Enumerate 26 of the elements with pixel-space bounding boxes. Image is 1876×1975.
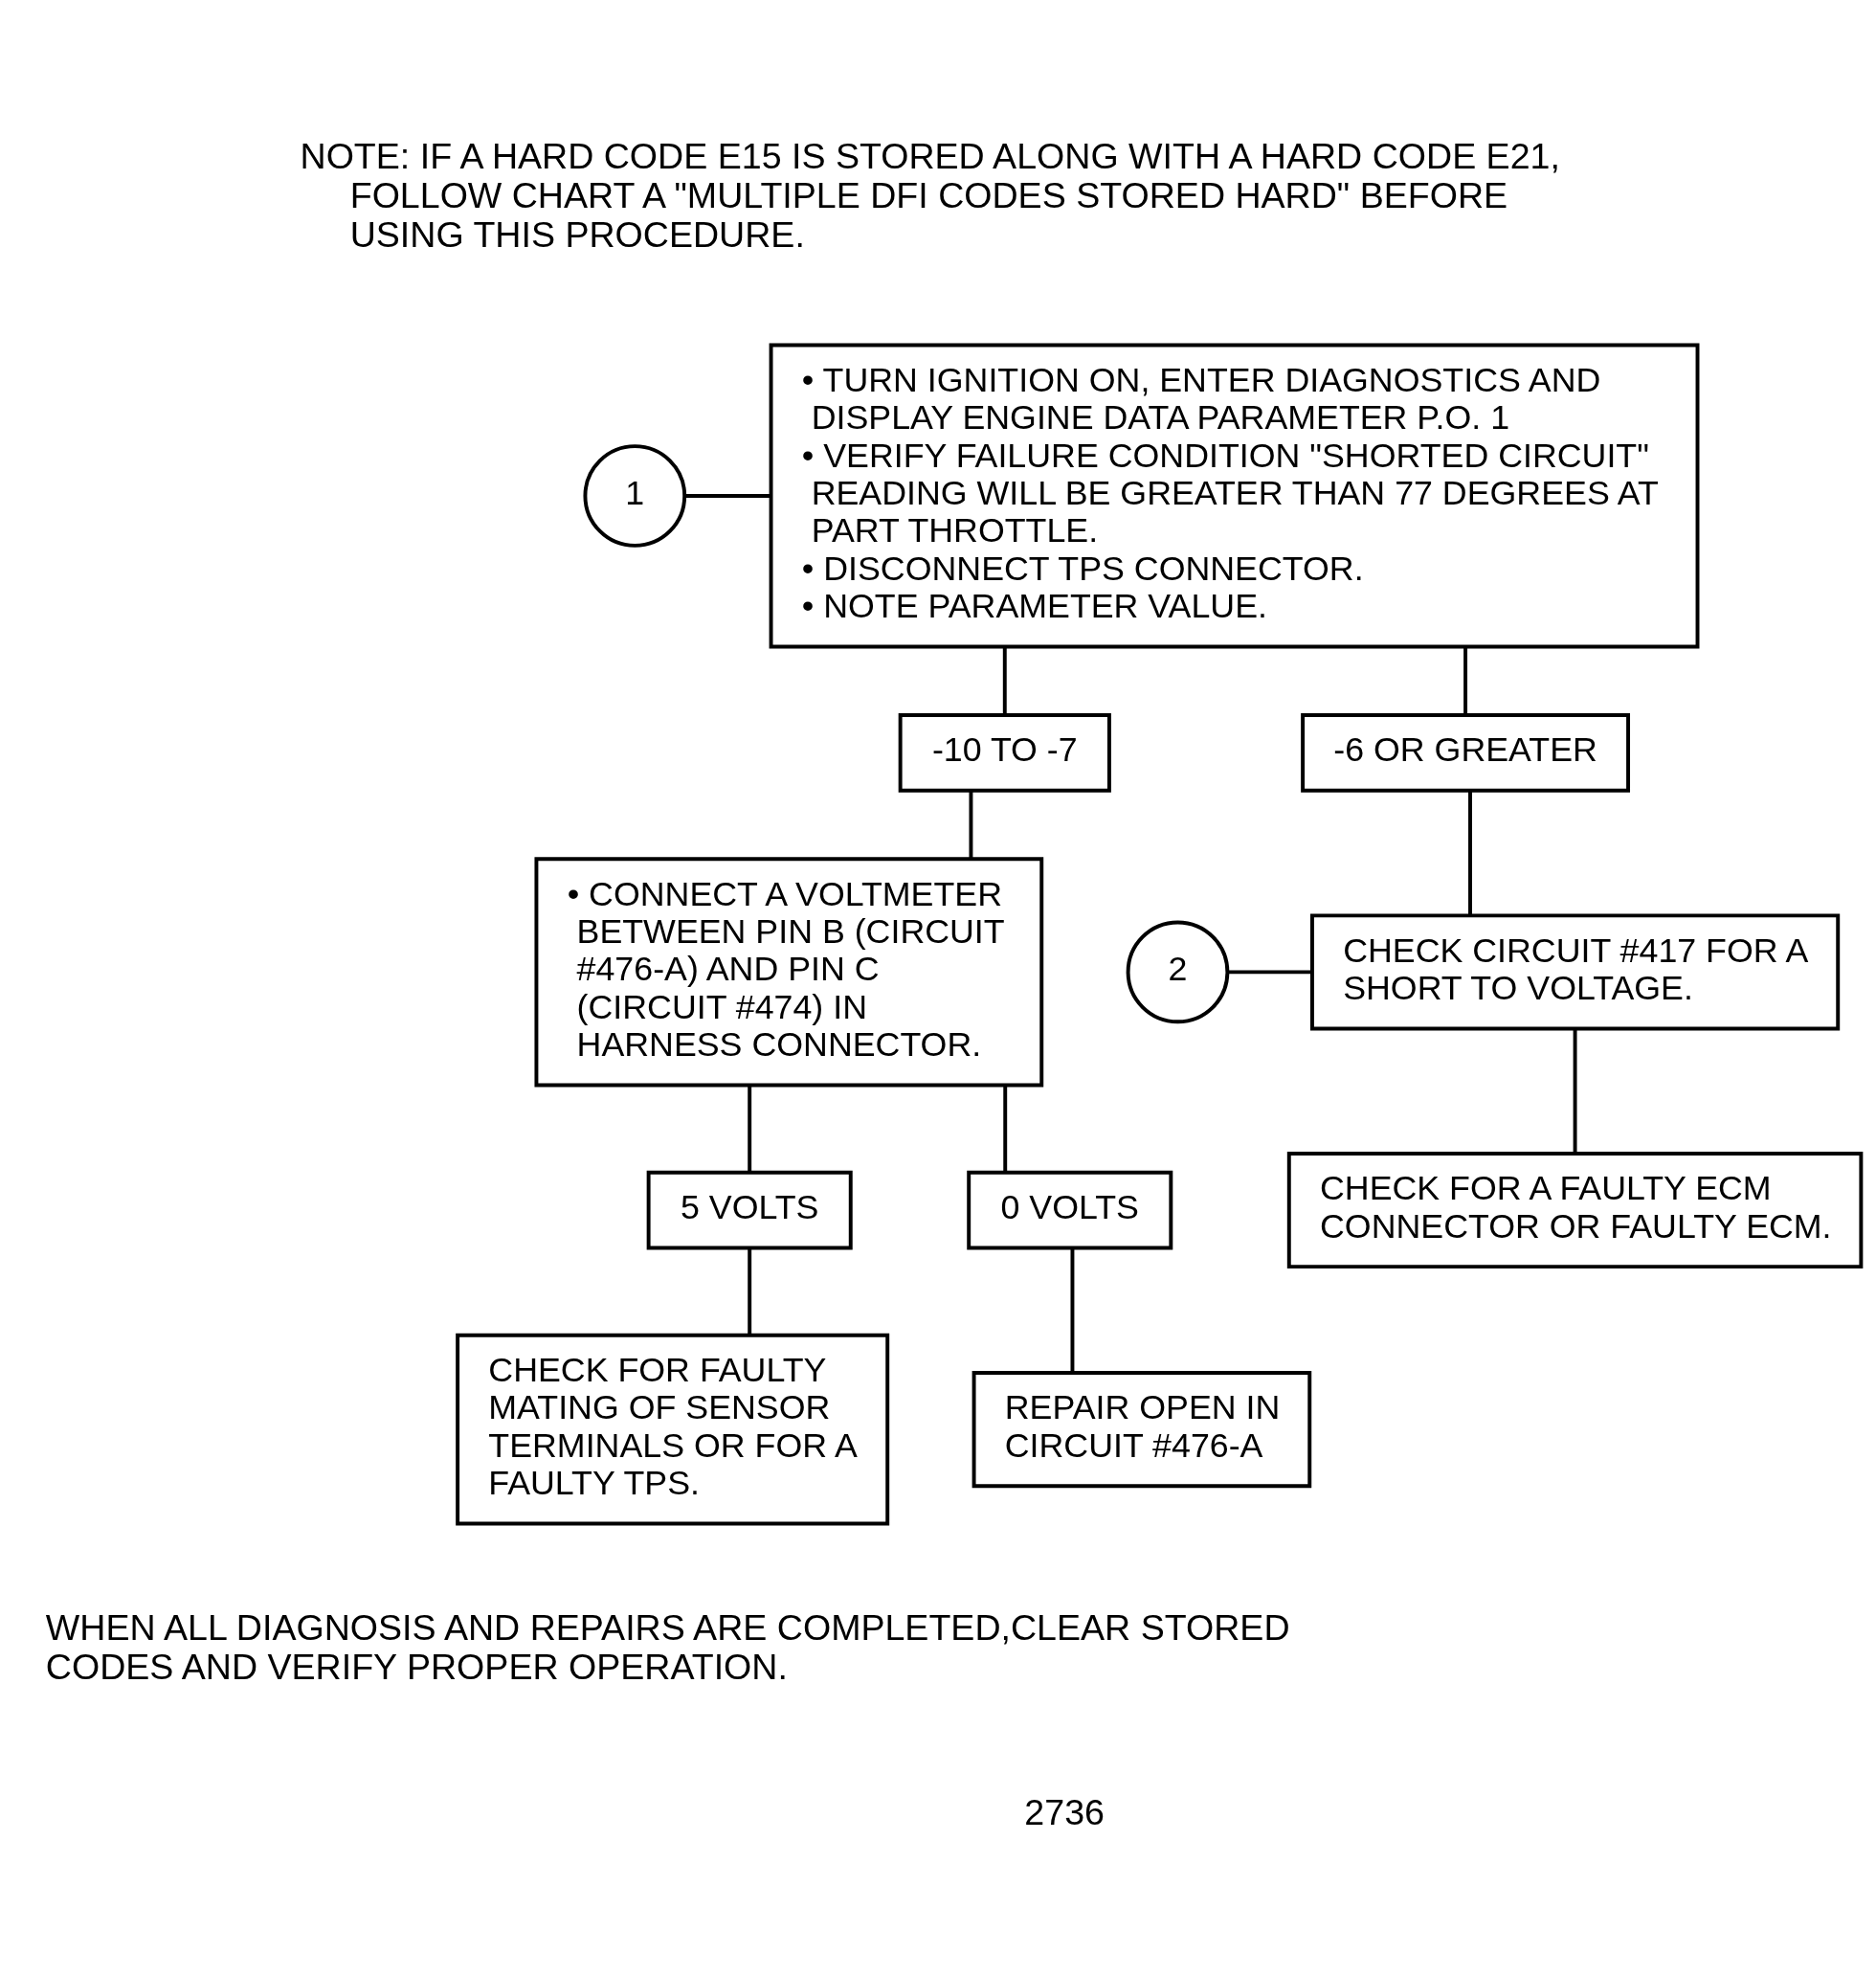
- connector: [1228, 970, 1312, 975]
- node-box: CHECK FOR A FAULTY ECM CONNECTOR OR FAULTY ECM.: [1286, 1152, 1864, 1269]
- connector: [1003, 1085, 1008, 1173]
- node-box: REPAIR OPEN IN CIRCUIT #476-A: [972, 1371, 1312, 1489]
- node-circle: 2: [1126, 920, 1230, 1024]
- connector: [1573, 1028, 1577, 1154]
- node-box: -10 TO -7: [898, 713, 1111, 793]
- label: WHEN ALL DIAGNOSIS AND REPAIRS ARE COMPLETED,CLEAR STORED CODES AND VERIFY PROPER OPERATION.: [45, 1606, 1290, 1687]
- label: NOTE: IF A HARD CODE E15 IS STORED ALONG WITH A HARD CODE E21, FOLLOW CHART A "MULTIPLE DFI CODES STORED HARD" BEFORE USING THIS PROCEDURE.: [300, 135, 1560, 256]
- connector: [748, 1085, 752, 1173]
- connector: [748, 1247, 752, 1335]
- node-box: CHECK FOR FAULTY MATING OF SENSOR TERMINALS OR FOR A FAULTY TPS.: [456, 1333, 890, 1526]
- node-box: -6 OR GREATER: [1301, 713, 1630, 793]
- node-box: • CONNECT A VOLTMETER BETWEEN PIN B (CIRCUIT #476-A) AND PIN C (CIRCUIT #474) IN HARNESS CONNECTOR.: [534, 857, 1044, 1088]
- node-circle: 1: [583, 444, 687, 548]
- connector: [684, 494, 771, 498]
- connector: [1463, 646, 1468, 715]
- node-box: 5 VOLTS: [646, 1170, 853, 1250]
- connector: [969, 790, 973, 860]
- connector: [1468, 790, 1472, 915]
- connector: [1002, 646, 1007, 715]
- node-box: • TURN IGNITION ON, ENTER DIAGNOSTICS AND DISPLAY ENGINE DATA PARAMETER P.O. 1 • VERIFY FAILURE CONDITION "SHORTED CIRCUIT" READING WILL BE GREATER THAN 77 DEGREES AT PART THROTTLE. • DISCONNECT TPS CONNECTOR. • NOTE PARAMETER VALUE.: [769, 343, 1700, 649]
- node-box: CHECK CIRCUIT #417 FOR A SHORT TO VOLTAGE.: [1309, 913, 1841, 1031]
- label: 2736: [1024, 1792, 1105, 1833]
- node-box: 0 VOLTS: [967, 1170, 1173, 1250]
- connector: [1070, 1247, 1075, 1373]
